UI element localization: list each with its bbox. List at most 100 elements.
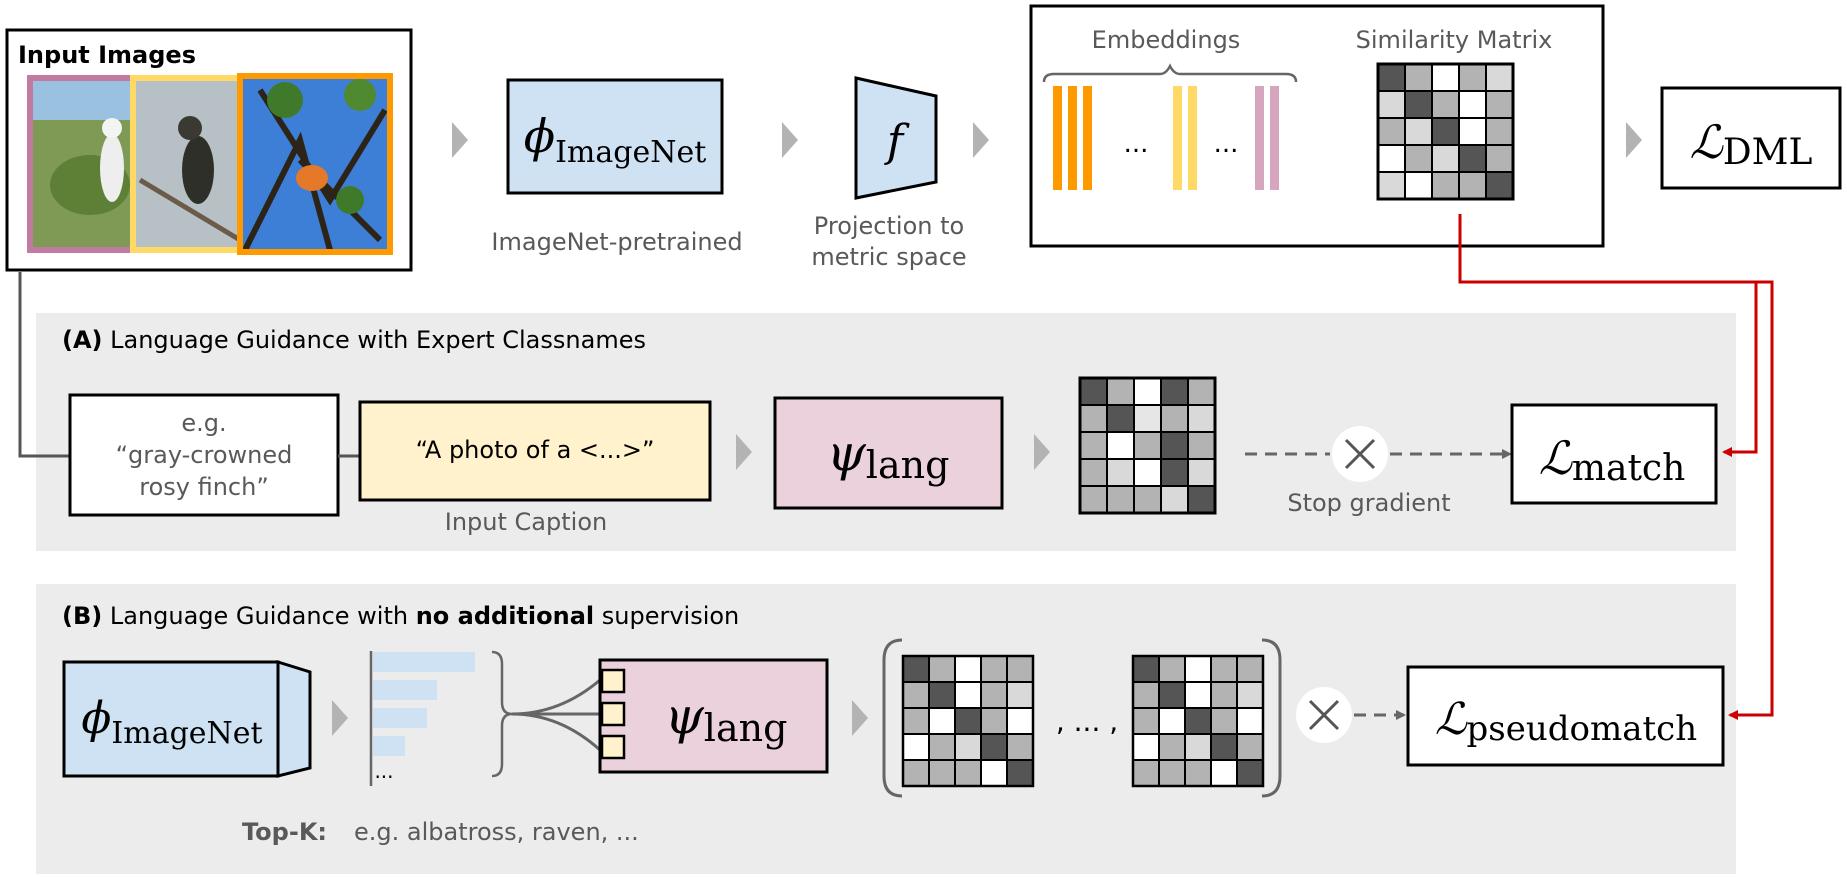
- loss-dml-label: ℒDML: [1690, 115, 1813, 173]
- topk-examples: e.g. albatross, raven, ...: [354, 818, 639, 846]
- b-arrow-2: [852, 700, 868, 736]
- input-image-albatross: [27, 75, 137, 253]
- matrix-cell: [1187, 377, 1216, 406]
- similarity-matrix-b2: [1131, 654, 1265, 788]
- matrix-cell: [1458, 63, 1487, 92]
- matrix-cell: [928, 759, 956, 787]
- matrix-cell: [1006, 759, 1034, 787]
- matrix-cell: [1485, 144, 1514, 173]
- matrix-cell: [1210, 707, 1238, 735]
- red-line-to-pseudomatch: [1728, 280, 1774, 720]
- matrix-cell: [1236, 681, 1264, 709]
- matrix-cell: [1187, 458, 1216, 487]
- matrix-cell: [1133, 377, 1162, 406]
- matrix-cell: [902, 681, 930, 709]
- matrix-bracket-right: [1261, 638, 1282, 798]
- matrix-cell: [1431, 171, 1460, 200]
- projection-caption-1: Projection to: [814, 212, 964, 240]
- similarity-matrices: [901, 62, 1515, 788]
- topk-bars-ellipsis: ...: [374, 759, 393, 783]
- matrix-cell: [902, 759, 930, 787]
- embedding-bars: [1053, 86, 1279, 190]
- matrix-cell: [1132, 759, 1160, 787]
- matrix-cell: [1431, 117, 1460, 146]
- matrix-cell: [1079, 458, 1108, 487]
- matrix-cell: [1377, 117, 1406, 146]
- matrix-cell: [954, 759, 982, 787]
- embeddings-ellipsis-2: ...: [1214, 129, 1239, 159]
- psi-lang-label-b: ψlang: [665, 687, 788, 750]
- matrix-cell: [954, 733, 982, 761]
- top-arrow-3: [973, 122, 989, 158]
- matrix-cell: [954, 681, 982, 709]
- matrix-cell: [1132, 707, 1160, 735]
- loss-dml-box: ℒDML: [1660, 86, 1842, 190]
- phi-imagenet-box-b: ϕImageNet: [62, 659, 312, 778]
- matrix-cell: [980, 707, 1008, 735]
- matrix-cell: [1485, 117, 1514, 146]
- matrix-cell: [1184, 759, 1212, 787]
- matrix-cell: [1187, 431, 1216, 460]
- matrix-cell: [1485, 171, 1514, 200]
- matrix-cell: [954, 655, 982, 683]
- phi-imagenet-box: ϕImageNet: [506, 78, 724, 195]
- matrix-cell: [1079, 404, 1108, 433]
- example-classname-box: e.g. “gray-crowned rosy finch”: [68, 393, 340, 517]
- matrix-cell: [1184, 681, 1212, 709]
- matrix-cell: [1187, 404, 1216, 433]
- similarity-matrix-a: [1078, 376, 1217, 515]
- matrix-cell: [1404, 171, 1433, 200]
- a-arrow-1: [736, 434, 752, 470]
- matrix-cell: [954, 707, 982, 735]
- example-line-1: e.g.: [181, 409, 226, 437]
- matrix-cell: [1106, 404, 1135, 433]
- matrix-cell: [1458, 144, 1487, 173]
- matrix-cell: [1236, 707, 1264, 735]
- matrix-cell: [980, 759, 1008, 787]
- matrix-cell: [1106, 458, 1135, 487]
- matrix-cell: [902, 655, 930, 683]
- matrix-cell: [1184, 707, 1212, 735]
- matrix-cell: [1236, 655, 1264, 683]
- matrix-cell: [1377, 144, 1406, 173]
- matrix-cell: [928, 707, 956, 735]
- matrix-cell: [1458, 117, 1487, 146]
- matrix-cell: [1404, 117, 1433, 146]
- matrix-border: [1376, 62, 1515, 201]
- matrix-cell: [1404, 90, 1433, 119]
- matrix-cell: [1431, 144, 1460, 173]
- phi-imagenet-caption: ImageNet-pretrained: [491, 228, 742, 256]
- stop-gradient-icon-b: [1296, 687, 1352, 743]
- matrix-cell: [928, 681, 956, 709]
- matrix-cell: [1006, 733, 1034, 761]
- matrix-cell: [1458, 90, 1487, 119]
- matrix-cell: [1158, 733, 1186, 761]
- matrix-cell: [1184, 655, 1212, 683]
- matrix-cell: [1158, 655, 1186, 683]
- matrix-cell: [1006, 681, 1034, 709]
- embeddings-brace: [1042, 63, 1298, 83]
- matrix-cell: [1160, 404, 1189, 433]
- input-images-box: Input Images: [5, 28, 413, 272]
- matrix-border: [1131, 654, 1265, 788]
- matrix-cell: [1236, 759, 1264, 787]
- matrix-cell: [1006, 655, 1034, 683]
- matrix-cell: [1158, 707, 1186, 735]
- psi-lang-box-a: ψlang: [773, 396, 1004, 510]
- matrix-cell: [902, 707, 930, 735]
- example-line-2: “gray-crowned: [116, 441, 293, 469]
- matrix-cell: [1132, 681, 1160, 709]
- matrix-cell: [902, 733, 930, 761]
- example-line-3: rosy finch”: [139, 473, 269, 501]
- stop-gradient-label: Stop gradient: [1287, 489, 1450, 517]
- caption-label: Input Caption: [445, 508, 607, 536]
- matrix-cell: [1236, 733, 1264, 761]
- matrix-cell: [1160, 377, 1189, 406]
- input-image-perched-bird: [130, 75, 244, 253]
- matrix-cell: [1210, 655, 1238, 683]
- matrix-cell: [1079, 377, 1108, 406]
- matrix-cell: [1485, 90, 1514, 119]
- matrix-border: [901, 654, 1035, 788]
- input-to-example-line: [18, 272, 70, 458]
